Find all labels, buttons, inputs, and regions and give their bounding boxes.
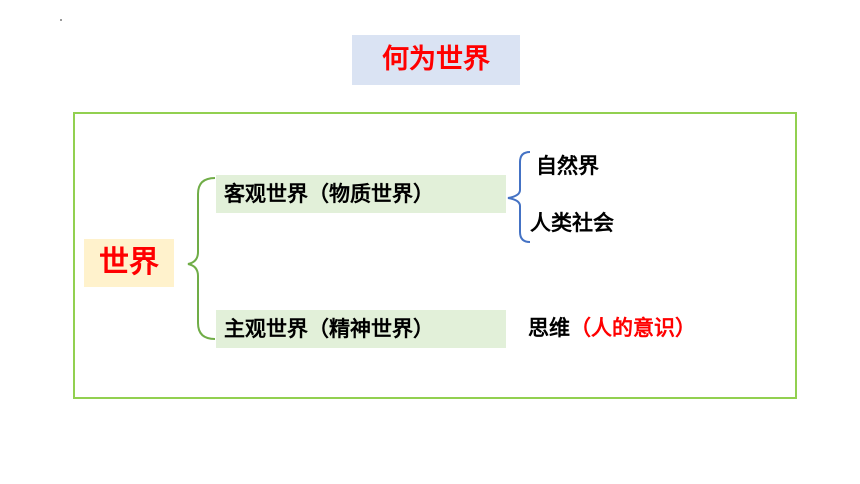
leaf-thought-accent: （人的意识） bbox=[570, 316, 696, 340]
leaf-thought-text: 思维 bbox=[528, 316, 570, 340]
leaf-human-society: 人类社会 bbox=[530, 211, 614, 235]
node-objective-world: 客观世界（物质世界） bbox=[216, 175, 506, 213]
diagram-frame bbox=[73, 112, 797, 399]
node-subjective-world: 主观世界（精神世界） bbox=[216, 310, 506, 348]
leaf-thought: 思维（人的意识） bbox=[528, 313, 696, 343]
root-node-world: 世界 bbox=[84, 239, 174, 287]
leaf-nature: 自然界 bbox=[536, 154, 599, 178]
page-title: 何为世界 bbox=[352, 35, 520, 85]
corner-dot bbox=[60, 19, 62, 21]
